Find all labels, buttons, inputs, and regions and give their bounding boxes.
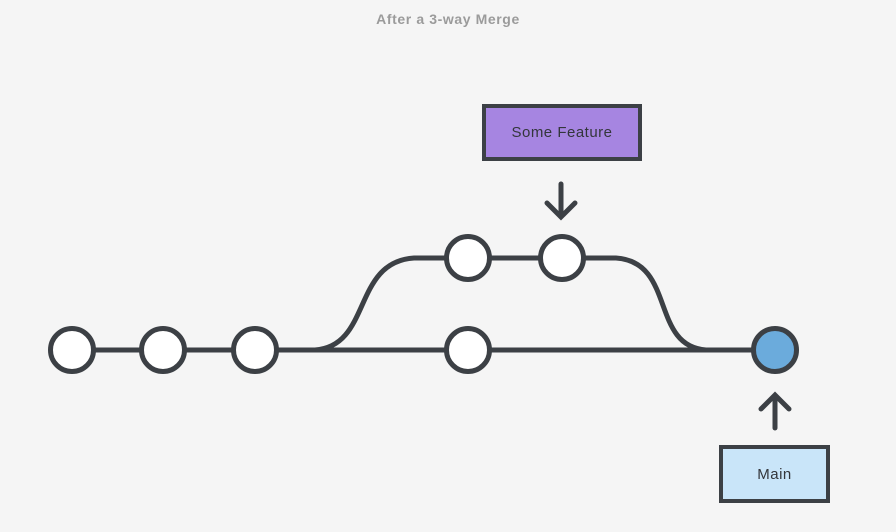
up-arrow-icon (758, 391, 792, 431)
commit-node (231, 326, 279, 374)
main-branch-label: Main (719, 445, 830, 503)
feature-branch-line (314, 255, 707, 353)
commit-node (48, 326, 96, 374)
down-arrow-icon (544, 181, 578, 221)
commit-node (538, 234, 586, 282)
merge-commit-node (751, 326, 799, 374)
feature-branch-label: Some Feature (482, 104, 642, 161)
main-branch-label-text: Main (757, 465, 792, 483)
commit-node (444, 326, 492, 374)
diagram-title: After a 3-way Merge (376, 11, 520, 27)
commit-node (139, 326, 187, 374)
commit-nodes (48, 234, 799, 374)
feature-branch-label-text: Some Feature (511, 124, 613, 141)
commit-node (444, 234, 492, 282)
